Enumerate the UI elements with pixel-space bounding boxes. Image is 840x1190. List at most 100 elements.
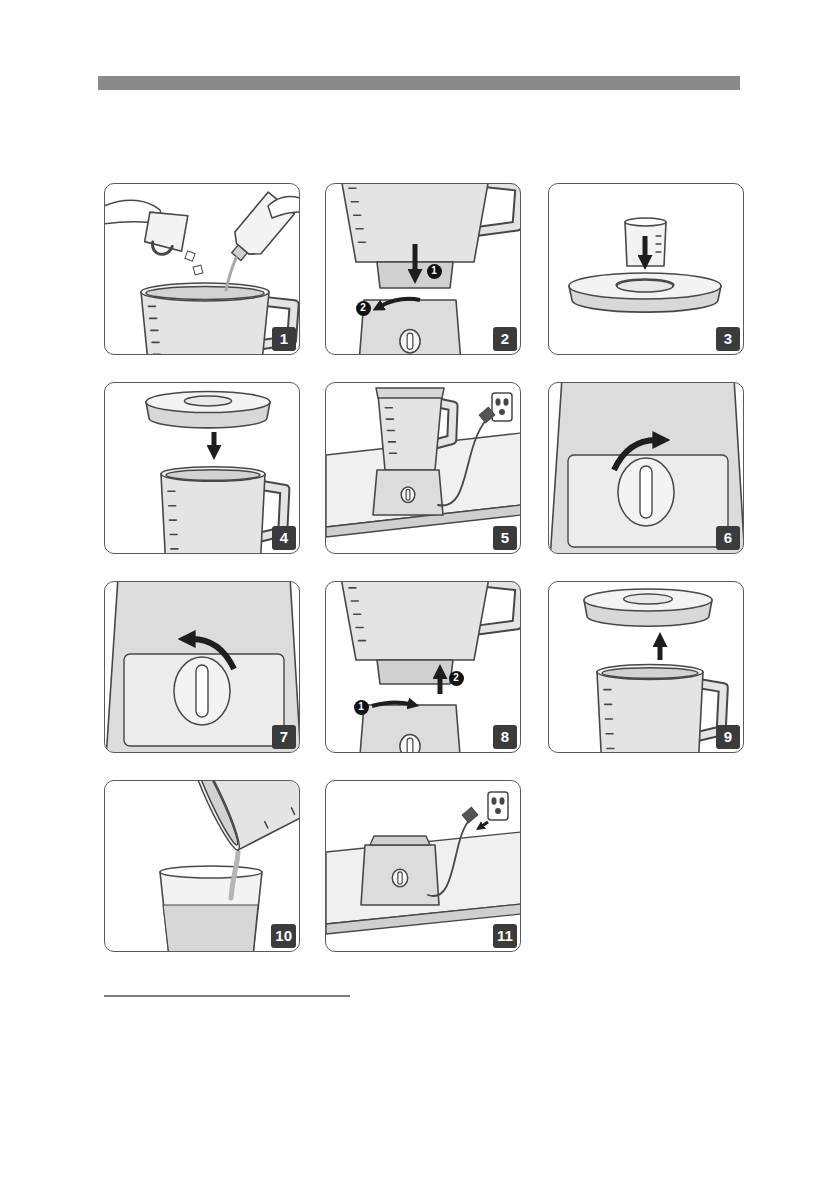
jar-opening <box>190 781 242 847</box>
lid-cap <box>184 396 231 406</box>
motion-arrow <box>372 702 410 706</box>
filler-cup-rim <box>625 218 666 226</box>
measure-tick <box>387 430 394 432</box>
motor-base <box>550 383 743 553</box>
step-panel: 5 <box>325 382 521 554</box>
jar-opening <box>166 470 260 480</box>
control-knob <box>401 487 415 503</box>
measure-tick <box>351 201 358 203</box>
measuring-cup <box>143 209 188 258</box>
step-marker: 1 <box>354 700 369 715</box>
step-number-badge: 3 <box>716 327 740 351</box>
step-marker-number: 2 <box>453 673 459 683</box>
knob-slot <box>640 466 652 518</box>
motion-arrow <box>614 440 656 470</box>
liquid-stream <box>226 258 236 290</box>
step-panel: 10 <box>104 780 300 952</box>
jar-rim <box>141 283 269 301</box>
step-illustration <box>326 388 520 537</box>
step-panel: 212 <box>325 183 521 355</box>
glass <box>160 872 262 951</box>
outlet-hole <box>496 809 500 813</box>
step-number-badge: 10 <box>271 924 296 948</box>
measuring-cup <box>144 209 188 251</box>
knob-slot <box>407 738 413 752</box>
step-illustration <box>106 582 299 752</box>
cup-handle <box>151 242 173 256</box>
step-marker: 2 <box>449 671 464 686</box>
step-number-badge: 6 <box>716 526 740 550</box>
step-panel: 6 <box>548 382 744 554</box>
motor-base <box>358 300 462 354</box>
measure-tick <box>351 600 358 602</box>
measure-tick <box>292 808 295 814</box>
control-knob <box>618 458 674 526</box>
motor-base <box>361 845 439 905</box>
step-number-badge: 2 <box>493 327 517 351</box>
measure-tick <box>171 548 178 550</box>
measure-tick <box>607 748 614 750</box>
measure-tick <box>265 822 268 828</box>
measure-tick <box>349 587 356 589</box>
control-knob <box>400 735 420 752</box>
measure-tick <box>170 534 177 536</box>
outlet-hole <box>496 399 500 405</box>
blender-jar <box>378 394 442 470</box>
measure-tick <box>389 452 396 454</box>
step-number-badge: 7 <box>272 725 296 749</box>
step-illustration <box>326 792 520 934</box>
lid-cap <box>616 279 674 291</box>
measure-tick <box>358 241 365 243</box>
step-panel: 7 <box>104 581 300 753</box>
measure-tick <box>152 342 159 344</box>
jar-rim <box>161 467 265 482</box>
header-bar <box>98 76 740 90</box>
wall-outlet <box>492 393 512 421</box>
control-knob <box>174 657 230 725</box>
knob-slot <box>406 489 410 500</box>
measure-tick <box>604 689 611 691</box>
step-number-badge: 5 <box>493 526 517 550</box>
measure-tick <box>386 418 393 420</box>
measure-tick <box>153 354 160 355</box>
measure-tick <box>168 490 175 492</box>
measure-tick <box>150 318 157 320</box>
measure-tick <box>151 330 158 332</box>
measure-tick <box>356 228 363 230</box>
step-illustration <box>340 582 520 752</box>
measure-tick <box>349 187 356 189</box>
motion-arrow <box>192 639 234 669</box>
blender-jar <box>161 474 265 553</box>
ice-cube <box>185 251 195 261</box>
motion-arrow <box>482 822 488 826</box>
step-marker: 1 <box>427 264 442 279</box>
jar-lid <box>376 388 444 398</box>
lid-cap <box>624 594 673 604</box>
step-number-badge: 11 <box>493 924 517 948</box>
footnote-rule <box>104 995 350 996</box>
drink <box>163 905 258 951</box>
measure-tick <box>354 613 361 615</box>
jar-lid <box>146 391 270 412</box>
filler-cup <box>625 222 666 266</box>
step-illustration <box>146 391 285 553</box>
step-illustration <box>340 184 520 354</box>
glass-rim <box>160 866 262 878</box>
control-knob <box>400 330 420 353</box>
step-marker-number: 1 <box>431 266 437 276</box>
measure-tick <box>605 718 612 720</box>
step-illustration <box>569 218 721 312</box>
control-panel <box>568 455 728 547</box>
outlet-hole <box>492 798 496 804</box>
step-illustration <box>105 192 299 354</box>
motor-base <box>358 705 462 752</box>
jar-opening <box>146 287 264 300</box>
wall-outlet <box>488 792 508 820</box>
liquid-stream <box>231 852 238 898</box>
hand <box>268 196 299 218</box>
measure-tick <box>605 704 612 706</box>
